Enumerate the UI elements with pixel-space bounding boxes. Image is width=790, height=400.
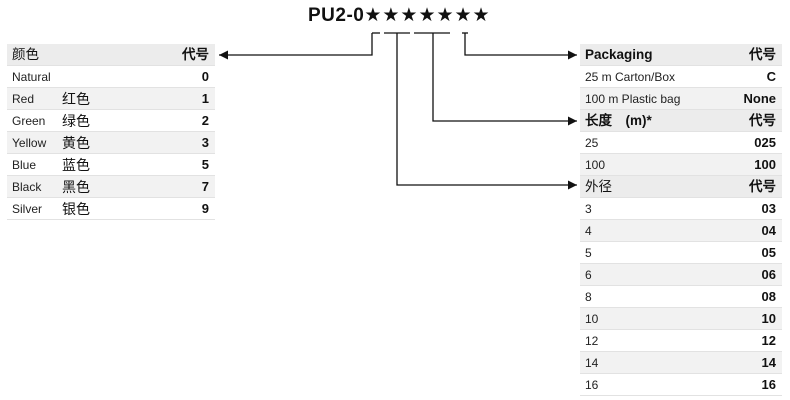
color-name-en: Yellow <box>12 136 47 150</box>
length-header-code: 代号 <box>749 113 776 128</box>
color-name-en: Green <box>12 114 46 128</box>
od-header-label: 外径 <box>585 179 612 194</box>
od-code: 04 <box>761 223 776 238</box>
od-row: 5 05 <box>580 242 782 264</box>
color-row-red: Red 红色 1 <box>7 88 215 110</box>
packaging-table-header: Packaging 代号 <box>580 44 782 66</box>
od-row: 12 12 <box>580 330 782 352</box>
od-code: 10 <box>761 311 776 326</box>
length-header-label: 长度 (m)* <box>585 113 652 128</box>
color-code: 7 <box>201 179 209 194</box>
color-code: 2 <box>201 113 209 128</box>
color-row-blue: Blue 蓝色 5 <box>7 154 215 176</box>
color-table-header: 颜色 代号 <box>7 44 215 66</box>
color-name-en: Red <box>12 92 35 106</box>
color-table: 颜色 代号 Natural 0 Red 红色 1 Green 绿色 2 Yell… <box>7 44 215 220</box>
od-label: 14 <box>585 356 599 370</box>
od-label: 10 <box>585 312 599 326</box>
color-name-en: Black <box>12 180 42 194</box>
product-code: PU2-0★★★★★★★ <box>308 4 491 27</box>
color-code: 9 <box>201 201 209 216</box>
connector-length <box>432 33 577 126</box>
color-code: 0 <box>201 69 209 84</box>
color-name-zh: 黄色 <box>62 135 90 151</box>
packaging-table: Packaging 代号 25 m Carton/Box C 100 m Pla… <box>580 44 782 110</box>
color-row-natural: Natural 0 <box>7 66 215 88</box>
color-row-black: Black 黑色 7 <box>7 176 215 198</box>
od-row: 4 04 <box>580 220 782 242</box>
color-name-en: Blue <box>12 158 37 172</box>
packaging-row: 25 m Carton/Box C <box>580 66 782 88</box>
color-name-zh: 银色 <box>62 201 90 217</box>
color-name-en: Silver <box>12 202 43 216</box>
color-header-label: 颜色 <box>12 47 39 62</box>
length-row: 25 025 <box>580 132 782 154</box>
od-code: 03 <box>761 201 776 216</box>
od-label: 5 <box>585 246 592 260</box>
packaging-label: 25 m Carton/Box <box>585 70 676 84</box>
od-label: 6 <box>585 268 592 282</box>
od-row: 16 16 <box>580 374 782 396</box>
od-row: 8 08 <box>580 286 782 308</box>
color-header-code: 代号 <box>182 47 209 62</box>
color-code: 5 <box>201 157 209 172</box>
od-label: 3 <box>585 202 592 216</box>
od-code: 06 <box>761 267 776 282</box>
od-label: 4 <box>585 224 592 238</box>
color-name-zh: 蓝色 <box>62 157 90 173</box>
length-row: 100 100 <box>580 154 782 176</box>
outer-diameter-table: 外径 代号 3 03 4 04 5 05 6 06 8 08 10 10 12 … <box>580 176 782 396</box>
od-code: 05 <box>761 245 776 260</box>
length-table: 长度 (m)* 代号 25 025 100 100 <box>580 110 782 176</box>
packaging-row: 100 m Plastic bag None <box>580 88 782 110</box>
od-header-code: 代号 <box>749 179 776 194</box>
packaging-code: None <box>743 91 777 106</box>
product-code-stars: ★★★★★★★ <box>364 5 491 26</box>
packaging-header-label: Packaging <box>585 47 653 62</box>
length-code: 100 <box>754 157 776 172</box>
packaging-code: C <box>766 69 776 84</box>
od-code: 16 <box>761 377 776 392</box>
product-code-prefix: PU2-0 <box>308 5 365 26</box>
length-table-header: 长度 (m)* 代号 <box>580 110 782 132</box>
od-label: 8 <box>585 290 592 304</box>
connector-packaging <box>464 33 577 60</box>
length-label: 100 <box>585 158 606 172</box>
connector-color <box>219 33 373 60</box>
packaging-label: 100 m Plastic bag <box>585 92 681 106</box>
color-row-yellow: Yellow 黄色 3 <box>7 132 215 154</box>
od-row: 14 14 <box>580 352 782 374</box>
od-code: 08 <box>761 289 776 304</box>
od-row: 6 06 <box>580 264 782 286</box>
od-label: 16 <box>585 378 599 392</box>
color-code: 3 <box>201 135 209 150</box>
color-name-zh: 绿色 <box>62 113 90 129</box>
packaging-header-code: 代号 <box>749 47 776 62</box>
color-name-en: Natural <box>12 70 51 84</box>
od-code: 14 <box>761 355 776 370</box>
length-code: 025 <box>754 135 776 150</box>
od-row: 10 10 <box>580 308 782 330</box>
color-code: 1 <box>201 91 209 106</box>
color-row-silver: Silver 银色 9 <box>7 198 215 220</box>
color-name-zh: 黑色 <box>62 179 90 195</box>
od-code: 12 <box>761 333 776 348</box>
length-label: 25 <box>585 136 599 150</box>
od-row: 3 03 <box>580 198 782 220</box>
color-row-green: Green 绿色 2 <box>7 110 215 132</box>
color-name-zh: 红色 <box>62 91 90 107</box>
connector-od <box>396 33 577 190</box>
od-label: 12 <box>585 334 599 348</box>
od-table-header: 外径 代号 <box>580 176 782 198</box>
